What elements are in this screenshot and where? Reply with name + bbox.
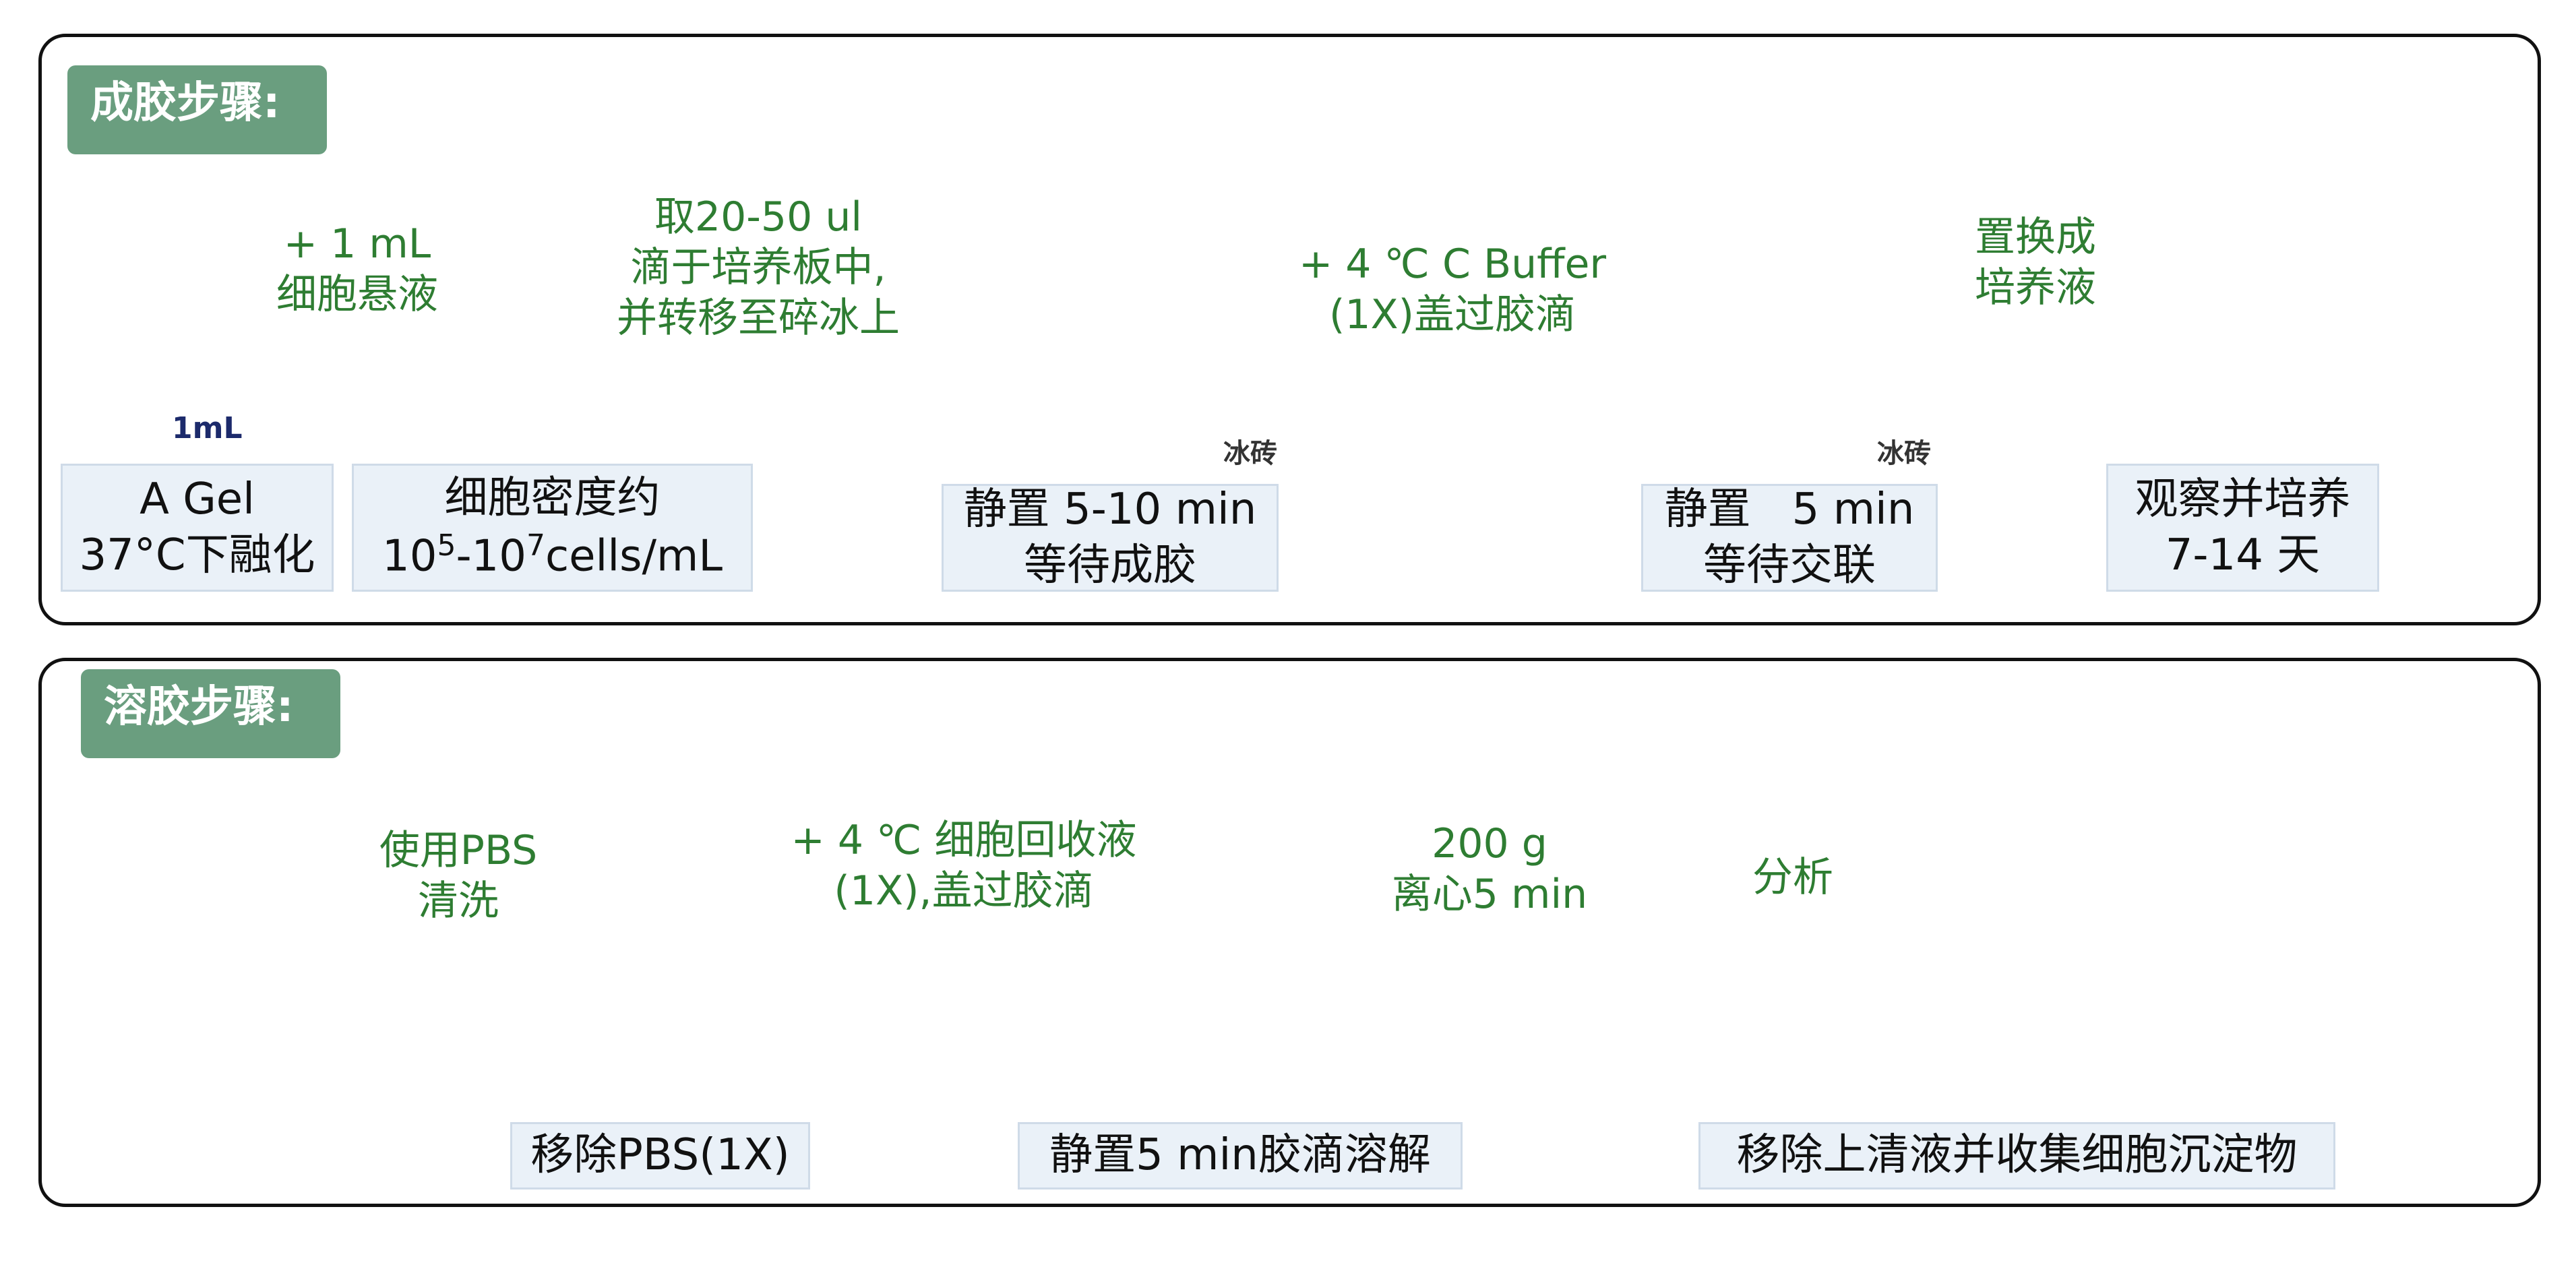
arrow-3-line-1: + 4 ℃ C Buffer (1298, 241, 1607, 288)
gel-section-title: 成胶步骤: (67, 65, 327, 154)
arrow-4-line-2: 培养液 (1975, 264, 2096, 311)
density-exp-2: 7 (526, 528, 545, 563)
density-base-2: -10 (456, 531, 526, 582)
ice-label-2: 冰砖 (1877, 438, 1931, 469)
arrow-b4-label: 分析 (1725, 853, 1860, 903)
arrow-3-label: + 4 ℃ C Buffer (1X)盖过胶滴 (1294, 239, 1611, 340)
cell-density-range: 105-107cells/mL (382, 526, 723, 585)
arrow-1-line-2: 细胞悬液 (276, 271, 438, 318)
step-box-1-line-1: A Gel (140, 474, 255, 524)
density-exp-1: 5 (437, 528, 456, 563)
density-base-1: 10 (382, 531, 437, 582)
step-box-3-line-2: 等待成胶 (1024, 540, 1196, 590)
arrow-b1-label: 使用PBS 清洗 (364, 826, 553, 927)
step-box-b3: 移除上清液并收集细胞沉淀物 (1698, 1122, 2335, 1189)
step-box-2-line-1: 细胞密度约 (444, 473, 661, 524)
arrow-b2-line-1: + 4 ℃ 细胞回收液 (791, 817, 1137, 864)
arrow-4-line-1: 置换成 (1975, 214, 2096, 261)
arrow-b1-line-1: 使用PBS (379, 827, 538, 874)
arrow-b1-line-2: 清洗 (418, 877, 499, 925)
tube-volume-label: 1mL (172, 411, 243, 445)
step-box-2: 细胞密度约 105-107cells/mL (352, 464, 753, 592)
step-box-3: 静置 5-10 min 等待成胶 (942, 484, 1279, 592)
arrow-2-line-3: 并转移至碎冰上 (617, 295, 900, 342)
step-box-b1: 移除PBS(1X) (510, 1122, 810, 1189)
arrow-b3-label: 200 g 离心5 min (1368, 819, 1611, 920)
step-box-3-line-1: 静置 5-10 min (963, 484, 1257, 534)
arrow-b3-line-2: 离心5 min (1391, 871, 1588, 918)
arrow-3-line-2: (1X)盖过胶滴 (1328, 291, 1576, 338)
ice-label-1: 冰砖 (1223, 438, 1277, 469)
step-box-1-line-2: 37°C下融化 (79, 530, 315, 580)
arrow-b3-line-1: 200 g (1432, 820, 1547, 867)
arrow-1-line-1: + 1 mL (283, 220, 431, 268)
plate-label-1: 导温片 (1088, 388, 1169, 419)
dissolve-section-panel (38, 658, 2541, 1207)
arrow-2-line-2: 滴于培养板中, (630, 244, 886, 291)
arrow-b4-line-1: 分析 (1752, 854, 1833, 901)
step-box-5: 观察并培养 7-14 天 (2106, 464, 2379, 592)
arrow-b2-line-2: (1X),盖过胶滴 (834, 867, 1094, 915)
arrow-b2-label: + 4 ℃ 细胞回收液 (1X),盖过胶滴 (762, 815, 1166, 917)
step-box-5-line-2: 7-14 天 (2165, 530, 2321, 580)
step-box-5-line-1: 观察并培养 (2135, 474, 2351, 524)
step-box-4-line-2: 等待交联 (1703, 540, 1876, 590)
arrow-2-label: 取20-50 ul 滴于培养板中, 并转移至碎冰上 (596, 192, 920, 344)
arrow-2-line-1: 取20-50 ul (654, 193, 863, 241)
dissolve-section-title: 溶胶步骤: (81, 669, 340, 758)
arrow-1-label: + 1 mL 细胞悬液 (249, 219, 465, 320)
plate-label-2: 导温片 (1749, 391, 1830, 422)
density-unit: cells/mL (545, 531, 723, 582)
step-box-4-line-1: 静置 5 min (1664, 484, 1915, 534)
arrow-4-label: 置换成 培养液 (1955, 212, 2116, 313)
step-box-b2: 静置5 min胶滴溶解 (1018, 1122, 1463, 1189)
step-box-4: 静置 5 min 等待交联 (1641, 484, 1938, 592)
step-box-1: A Gel 37°C下融化 (61, 464, 334, 592)
